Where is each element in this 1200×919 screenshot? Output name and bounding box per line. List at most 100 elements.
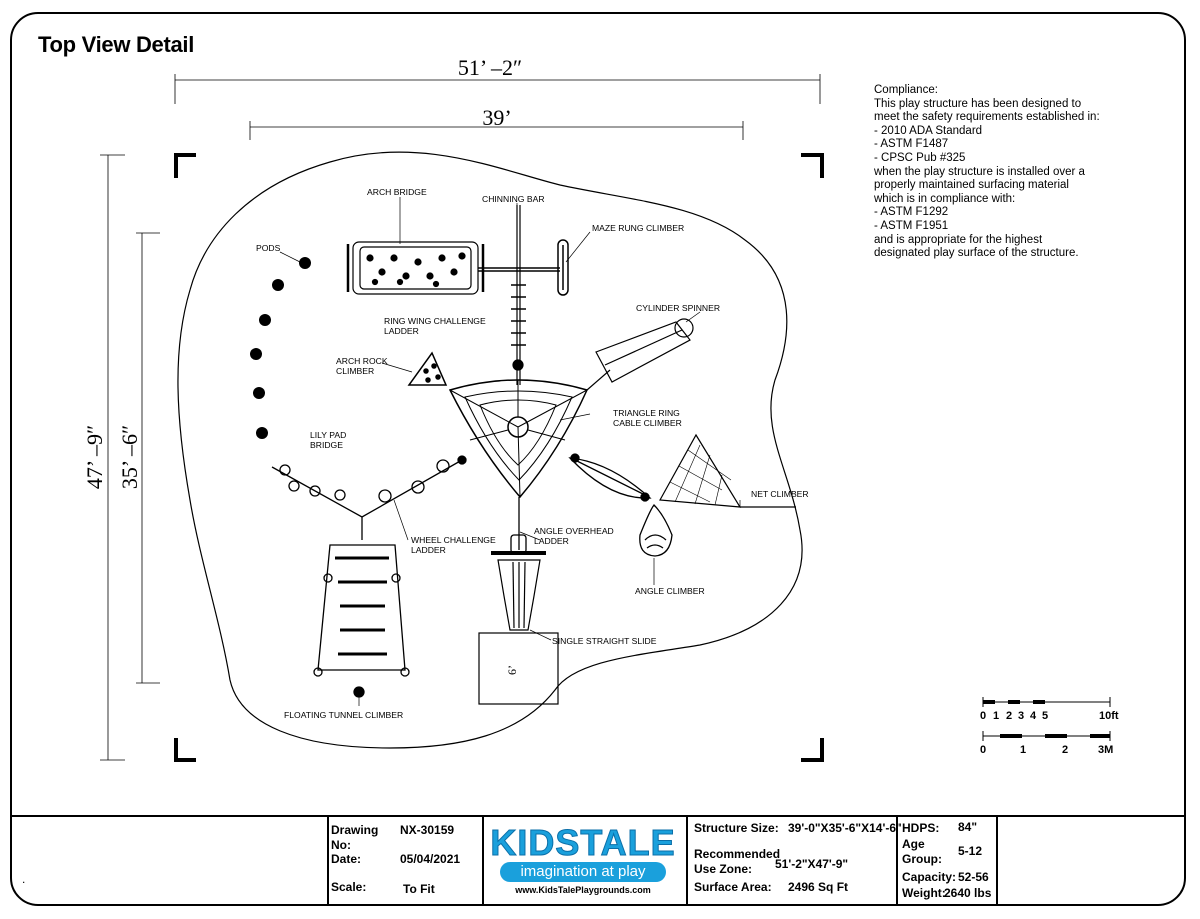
pods-component (250, 257, 311, 439)
drawing-no-label: No: (331, 838, 351, 852)
label-pods: PODS (256, 243, 281, 253)
arch-rock-component (407, 351, 448, 386)
logo-wordmark: KIDSTALE (490, 822, 676, 864)
hdps-value: 84" (958, 820, 978, 834)
dim-overall-width: 51’ –2″ (458, 55, 522, 80)
triangle-ring-component (448, 379, 589, 499)
label-arch-rock-2: CLIMBER (336, 366, 374, 376)
corner-brackets (174, 153, 824, 762)
scale-value: To Fit (403, 882, 435, 896)
scale-m-1: 1 (1020, 744, 1026, 756)
compliance-line: - ASTM F1292 (874, 206, 949, 219)
compliance-line: - 2010 ADA Standard (874, 124, 983, 137)
label-chinning-bar: CHINNING BAR (482, 194, 545, 204)
surface-area-label: Surface Area: (694, 880, 772, 894)
compliance-line: and is appropriate for the highest (874, 233, 1043, 246)
label-floating-tunnel: FLOATING TUNNEL CLIMBER (284, 710, 403, 720)
compliance-line: - ASTM F1487 (874, 138, 949, 151)
compliance-line: which is in compliance with: (874, 192, 1016, 205)
age-value: 5-12 (958, 844, 983, 858)
label-angle-climber: ANGLE CLIMBER (635, 586, 705, 596)
title-block-mark: . (22, 872, 26, 886)
scale-ft-1: 1 (993, 710, 999, 722)
kidstale-logo: KIDSTALE imagination at play www.KidsTal… (488, 820, 678, 902)
page-title: Top View Detail (38, 32, 195, 57)
weight-value: 2640 lbs (944, 886, 992, 900)
compliance-line: meet the safety requirements established… (874, 111, 1100, 124)
logo-tagline: imagination at play (500, 862, 666, 882)
weight-label: Weight: (902, 886, 946, 900)
cylinder-spinner-component (586, 318, 694, 391)
title-block-divider (996, 815, 998, 904)
compliance-notes: Compliance: This play structure has been… (874, 84, 1134, 261)
dimension-lines (100, 74, 821, 761)
drawing-frame (10, 12, 1186, 906)
scale-m-3: 3M (1098, 744, 1113, 756)
compliance-line: Compliance: (874, 84, 938, 96)
leader-lines (279, 197, 741, 706)
hdps-label: HDPS: (902, 821, 940, 835)
angle-overhead-component (568, 453, 652, 502)
label-single-slide: SINGLE STRAIGHT SLIDE (552, 636, 657, 646)
scale-m-0: 0 (980, 744, 986, 756)
label-ring-wing-2: LADDER (384, 326, 419, 336)
scale-ft-2: 2 (1006, 710, 1012, 722)
label-wheel-ladder: WHEEL CHALLENGE (411, 535, 496, 545)
lily-pad-component (271, 455, 467, 518)
wheel-ladder-component (491, 497, 546, 555)
use-zone-label-2: Use Zone: (694, 862, 753, 876)
logo-url: www.KidsTalePlaygrounds.com (515, 885, 651, 895)
net-climber-component (659, 433, 796, 508)
scale-ft-3: 3 (1018, 710, 1024, 722)
scale-label: Scale: (331, 880, 367, 894)
label-ring-wing: RING WING CHALLENGE (384, 316, 486, 326)
title-block-divider (686, 815, 688, 904)
title-block-top-rule (12, 815, 1184, 817)
dim-slide-zone: 6’ (505, 665, 519, 675)
drawing-label: Drawing (331, 823, 379, 837)
label-cylinder-spinner: CYLINDER SPINNER (636, 303, 720, 313)
angle-climber-component (639, 504, 673, 557)
label-maze-rung-climber: MAZE RUNG CLIMBER (592, 223, 684, 233)
label-arch-rock: ARCH ROCK (336, 356, 388, 366)
scale-m-2: 2 (1062, 744, 1068, 756)
structure-size-label: Structure Size: (694, 821, 779, 835)
label-angle-overhead-2: LADDER (534, 536, 569, 546)
scale-ft-5: 5 (1042, 710, 1048, 722)
label-angle-overhead: ANGLE OVERHEAD (534, 526, 614, 536)
title-block-divider (327, 815, 329, 904)
use-zone-label: Recommended (694, 847, 781, 861)
age-label: Age (902, 837, 925, 851)
capacity-label: Capacity: (902, 870, 957, 884)
label-wheel-ladder-2: LADDER (411, 545, 446, 555)
dim-overall-depth: 47’ –9″ (82, 425, 107, 489)
age-label-2: Group: (902, 852, 942, 866)
scale-ft-10: 10ft (1099, 710, 1119, 722)
scale-bar-feet (982, 697, 1111, 707)
date-label: Date: (331, 852, 362, 866)
surface-area-value: 2496 Sq Ft (788, 880, 849, 894)
title-block-divider (896, 815, 898, 904)
compliance-line: properly maintained surfacing material (874, 179, 1069, 192)
maze-rung-component (557, 239, 569, 296)
compliance-line: This play structure has been designed to (874, 97, 1082, 110)
label-triangle-ring-2: CABLE CLIMBER (613, 418, 682, 428)
label-lily-pad-2: BRIDGE (310, 440, 343, 450)
compliance-line: - ASTM F1951 (874, 219, 949, 232)
label-arch-bridge: ARCH BRIDGE (367, 187, 427, 197)
compliance-line: - CPSC Pub #325 (874, 151, 966, 164)
compliance-line: when the play structure is installed ove… (874, 165, 1085, 178)
use-zone-outline (177, 151, 803, 749)
slide-component (478, 559, 559, 705)
label-net-climber: NET CLIMBER (751, 489, 809, 499)
floating-tunnel-component (313, 517, 410, 698)
scale-bar-meters (982, 731, 1111, 741)
ring-wing-ladder-component (511, 205, 526, 385)
scale-ft-0: 0 (980, 710, 986, 722)
use-zone-value: 51'-2"X47'-9" (775, 857, 849, 871)
title-block-divider (482, 815, 484, 904)
label-triangle-ring: TRIANGLE RING (613, 408, 680, 418)
date-value: 05/04/2021 (400, 852, 461, 866)
scale-ft-4: 4 (1030, 710, 1037, 722)
